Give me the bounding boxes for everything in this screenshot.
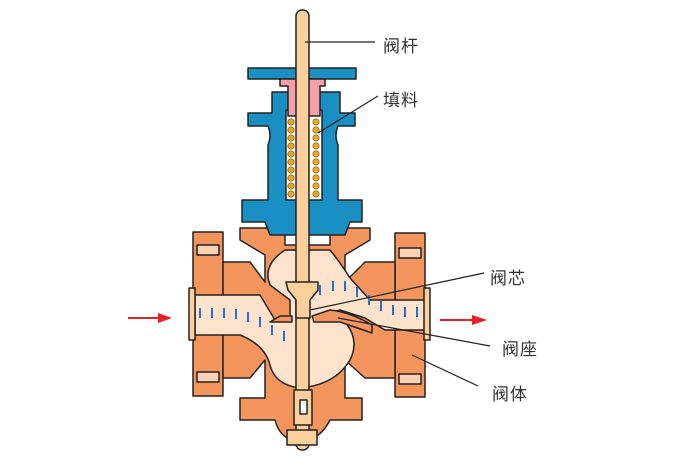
valve-plug — [285, 281, 319, 319]
packing-ring — [312, 126, 320, 134]
seat-leader-line — [337, 317, 491, 347]
packing-ring — [287, 190, 295, 198]
label-packing: 填料 — [383, 91, 419, 111]
bolt-hole — [398, 247, 422, 259]
packing-ring — [287, 142, 295, 150]
packing-ring — [287, 126, 295, 134]
packing-ring — [287, 166, 295, 174]
outlet-arrow — [440, 315, 487, 325]
gasket — [423, 287, 431, 341]
packing-ring — [312, 142, 320, 150]
packing-ring — [312, 158, 320, 166]
label-seat: 阀座 — [502, 340, 538, 360]
plug-leader-line — [309, 272, 485, 311]
label-plug: 阀芯 — [490, 269, 526, 289]
packing-ring — [312, 134, 320, 142]
gasket — [188, 287, 196, 341]
packing-ring — [287, 134, 295, 142]
label-stem: 阀杆 — [383, 37, 419, 57]
packing-ring — [312, 190, 320, 198]
bolt-hole — [196, 244, 220, 256]
packing-ring — [287, 174, 295, 182]
packing-ring — [312, 182, 320, 190]
flow-marks — [199, 281, 418, 341]
packing-leader-line — [317, 95, 379, 134]
valve-stem — [295, 9, 310, 451]
valve-seat — [311, 309, 373, 334]
packing-ring — [312, 150, 320, 158]
packing-ring — [287, 158, 295, 166]
packing-rings — [287, 118, 320, 198]
inlet-arrow — [128, 313, 172, 323]
flow-cavity — [194, 249, 426, 389]
bolt-hole — [398, 373, 422, 385]
packing-ring — [287, 118, 295, 126]
packing-ring — [287, 150, 295, 158]
label-body: 阀体 — [492, 385, 528, 405]
packing-ring — [312, 174, 320, 182]
body-leader-line — [411, 354, 479, 387]
packing-ring — [287, 182, 295, 190]
bottom-nut — [286, 429, 318, 446]
packing-ring — [312, 118, 320, 126]
packing-ring — [312, 166, 320, 174]
bolt-hole — [196, 371, 220, 383]
